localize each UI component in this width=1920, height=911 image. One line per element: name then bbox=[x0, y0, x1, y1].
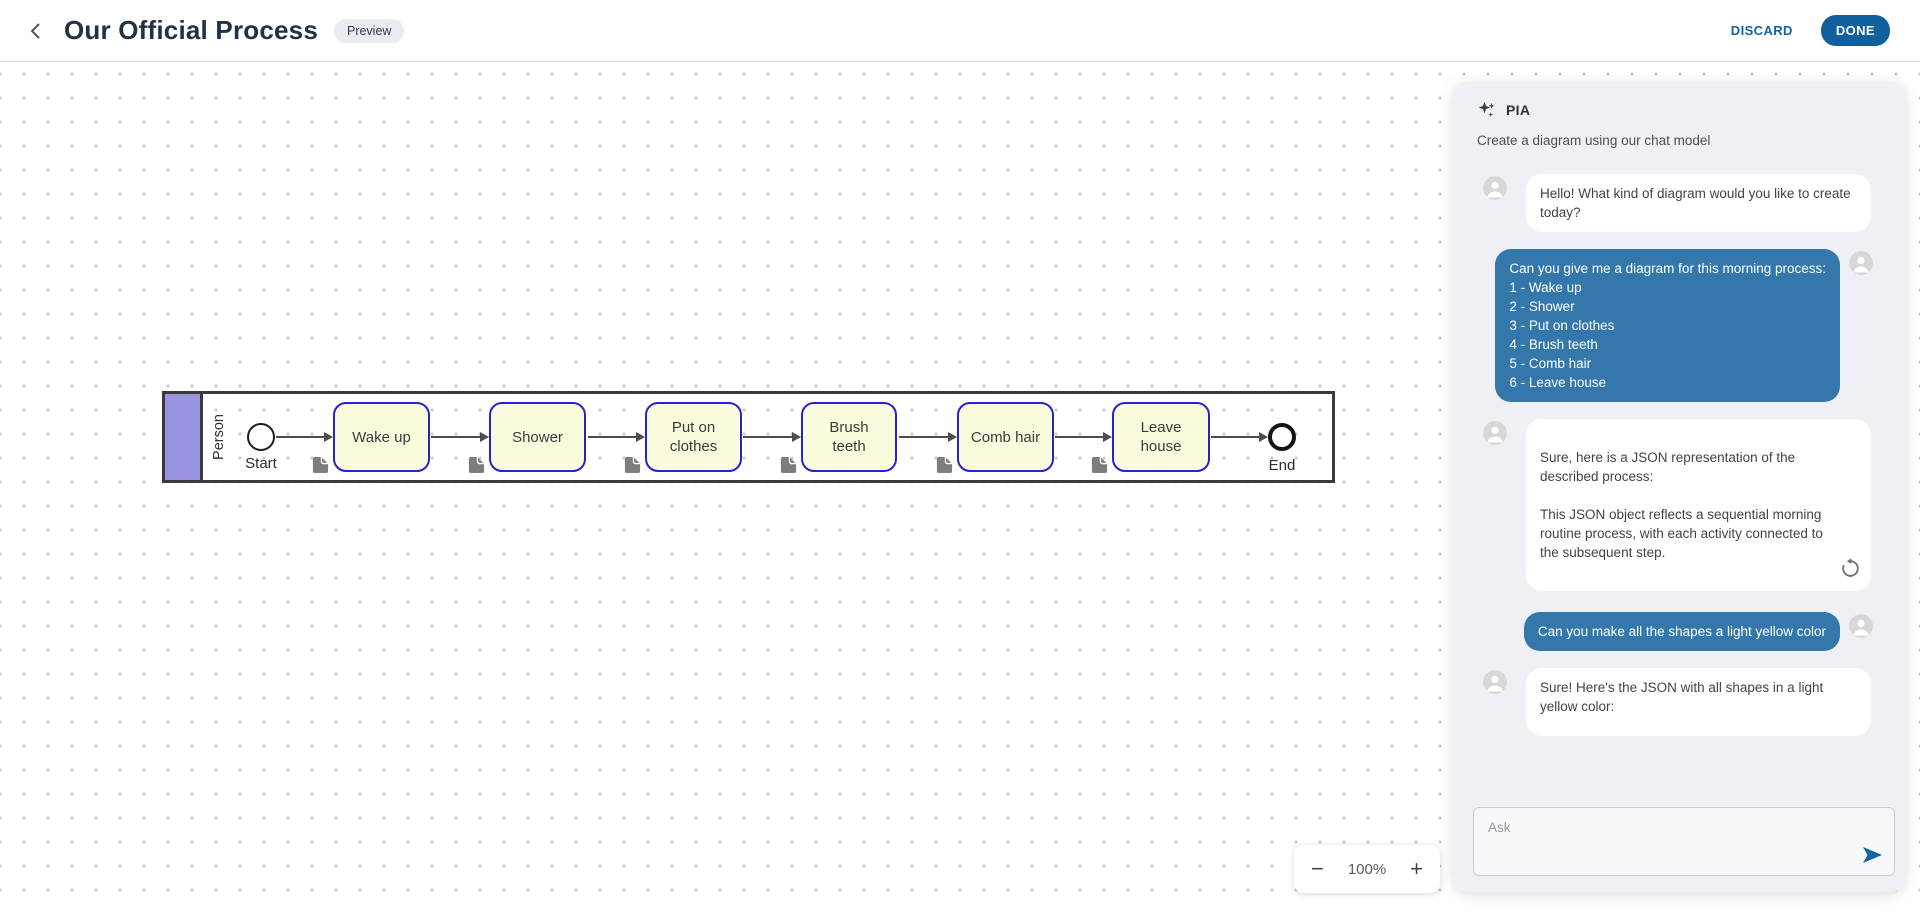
document-attachment-icon[interactable] bbox=[779, 456, 798, 474]
chat-bubble: Sure! Here's the JSON with all shapes in… bbox=[1526, 668, 1871, 736]
bot-avatar-icon bbox=[1483, 670, 1507, 694]
task-label: Wake up bbox=[352, 428, 411, 446]
sequence-flow-arrow[interactable] bbox=[276, 432, 333, 442]
document-attachment-icon[interactable] bbox=[467, 456, 486, 474]
sparkles-icon bbox=[1478, 101, 1495, 118]
document-attachment-icon[interactable] bbox=[935, 456, 954, 474]
retry-button[interactable] bbox=[1840, 543, 1861, 582]
start-event[interactable] bbox=[247, 423, 275, 451]
send-button[interactable] bbox=[1861, 845, 1884, 868]
ask-input[interactable] bbox=[1474, 808, 1894, 875]
end-event[interactable] bbox=[1268, 423, 1296, 451]
bot-avatar-icon bbox=[1483, 421, 1507, 445]
pia-chat-panel: PIA Create a diagram using our chat mode… bbox=[1453, 82, 1905, 892]
user-avatar-icon bbox=[1849, 251, 1873, 275]
back-button[interactable] bbox=[22, 17, 50, 45]
chat-input-container bbox=[1473, 807, 1895, 876]
task-label: Put on clothes bbox=[669, 419, 718, 455]
top-toolbar: Our Official Process Preview DISCARD DON… bbox=[0, 0, 1920, 62]
sequence-flow-arrow[interactable] bbox=[431, 432, 489, 442]
task-comb-hair[interactable]: Comb hair bbox=[936, 402, 1054, 474]
pool[interactable]: Person bbox=[162, 391, 1335, 483]
task-leave-house[interactable]: Leave house bbox=[1091, 402, 1210, 474]
chevron-left-icon bbox=[31, 23, 40, 38]
task-label: Comb hair bbox=[970, 428, 1041, 446]
chat-bubble-text: Sure, here is a JSON representation of t… bbox=[1540, 450, 1823, 560]
chat-header: PIA bbox=[1477, 100, 1889, 120]
chat-subtitle: Create a diagram using our chat model bbox=[1477, 133, 1711, 148]
zoom-toolbar: − 100% + bbox=[1294, 845, 1440, 893]
chat-bubble: Hello! What kind of diagram would you li… bbox=[1526, 174, 1871, 232]
task-brush-teeth[interactable]: Brush teeth bbox=[780, 402, 897, 474]
chat-message-bot: Sure, here is a JSON representation of t… bbox=[1483, 419, 1889, 591]
zoom-in-button[interactable]: + bbox=[1410, 856, 1423, 881]
chat-bubble: Can you give me a diagram for this morni… bbox=[1495, 249, 1840, 402]
chat-title: PIA bbox=[1506, 102, 1531, 118]
pool-header[interactable] bbox=[165, 394, 203, 480]
chat-message-user: Can you give me a diagram for this morni… bbox=[1469, 249, 1873, 402]
document-attachment-icon[interactable] bbox=[1090, 456, 1109, 474]
task-shower[interactable]: Shower bbox=[468, 402, 586, 474]
start-event-label: Start bbox=[245, 455, 277, 472]
chat-bubble: Sure, here is a JSON representation of t… bbox=[1526, 419, 1871, 591]
chat-message-bot: Hello! What kind of diagram would you li… bbox=[1483, 174, 1889, 232]
zoom-level: 100% bbox=[1347, 860, 1387, 878]
task-wake-up[interactable]: Wake up bbox=[312, 402, 430, 474]
preview-badge[interactable]: Preview bbox=[333, 18, 405, 43]
sequence-flow-arrow[interactable] bbox=[1211, 432, 1268, 442]
end-event-label: End bbox=[1268, 457, 1296, 474]
page-title: Our Official Process bbox=[64, 15, 318, 45]
discard-button[interactable]: DISCARD bbox=[1730, 23, 1793, 38]
sequence-flow-arrow[interactable] bbox=[743, 432, 801, 442]
task-label: Shower bbox=[512, 428, 563, 446]
chat-message-user: Can you make all the shapes a light yell… bbox=[1469, 612, 1873, 651]
document-attachment-icon[interactable] bbox=[623, 456, 642, 474]
task-put-on-clothes[interactable]: Put on clothes bbox=[624, 402, 742, 474]
sequence-flow-arrow[interactable] bbox=[1055, 432, 1112, 442]
done-button[interactable]: DONE bbox=[1820, 15, 1890, 46]
task-label: Leave house bbox=[1140, 419, 1182, 455]
retry-icon bbox=[1842, 558, 1859, 577]
chat-message-bot: Sure! Here's the JSON with all shapes in… bbox=[1483, 668, 1889, 736]
chat-bubble: Can you make all the shapes a light yell… bbox=[1523, 612, 1840, 651]
send-icon bbox=[1863, 847, 1882, 863]
document-attachment-icon[interactable] bbox=[311, 456, 330, 474]
zoom-out-button[interactable]: − bbox=[1311, 856, 1324, 881]
sequence-flow-arrow[interactable] bbox=[588, 432, 645, 442]
sequence-flow-arrow[interactable] bbox=[899, 432, 957, 442]
task-label: Brush teeth bbox=[829, 419, 869, 455]
user-avatar-icon bbox=[1849, 614, 1873, 638]
bot-avatar-icon bbox=[1483, 176, 1507, 200]
